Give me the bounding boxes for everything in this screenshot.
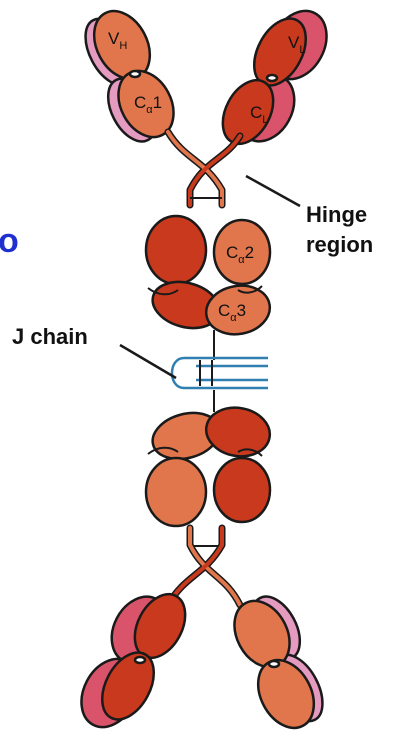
top-fc-region: [146, 216, 274, 339]
cropped-edge-text: o: [0, 222, 19, 260]
bottom-right-arm: [223, 589, 332, 738]
j-chain-label: J chain: [12, 324, 88, 349]
ca2-domain-left: [146, 216, 206, 284]
top-hinge: [168, 132, 240, 205]
top-left-arm: [75, 1, 184, 149]
bottom-left-arm: [70, 586, 195, 737]
ca2-domain-right: [214, 220, 270, 284]
j-chain-leader-line: [120, 345, 176, 378]
ca2-domain-left: [146, 458, 206, 526]
bottom-fc-region: [146, 403, 274, 526]
hinge-leader-line: [246, 176, 300, 206]
hinge-region-label-line1: Hinge: [306, 202, 367, 227]
bottom-hinge: [168, 528, 240, 605]
j-chain: [172, 358, 268, 388]
ca2-domain-right: [214, 458, 270, 522]
top-right-arm: [213, 1, 338, 152]
hinge-region-label-line2: region: [306, 232, 373, 257]
